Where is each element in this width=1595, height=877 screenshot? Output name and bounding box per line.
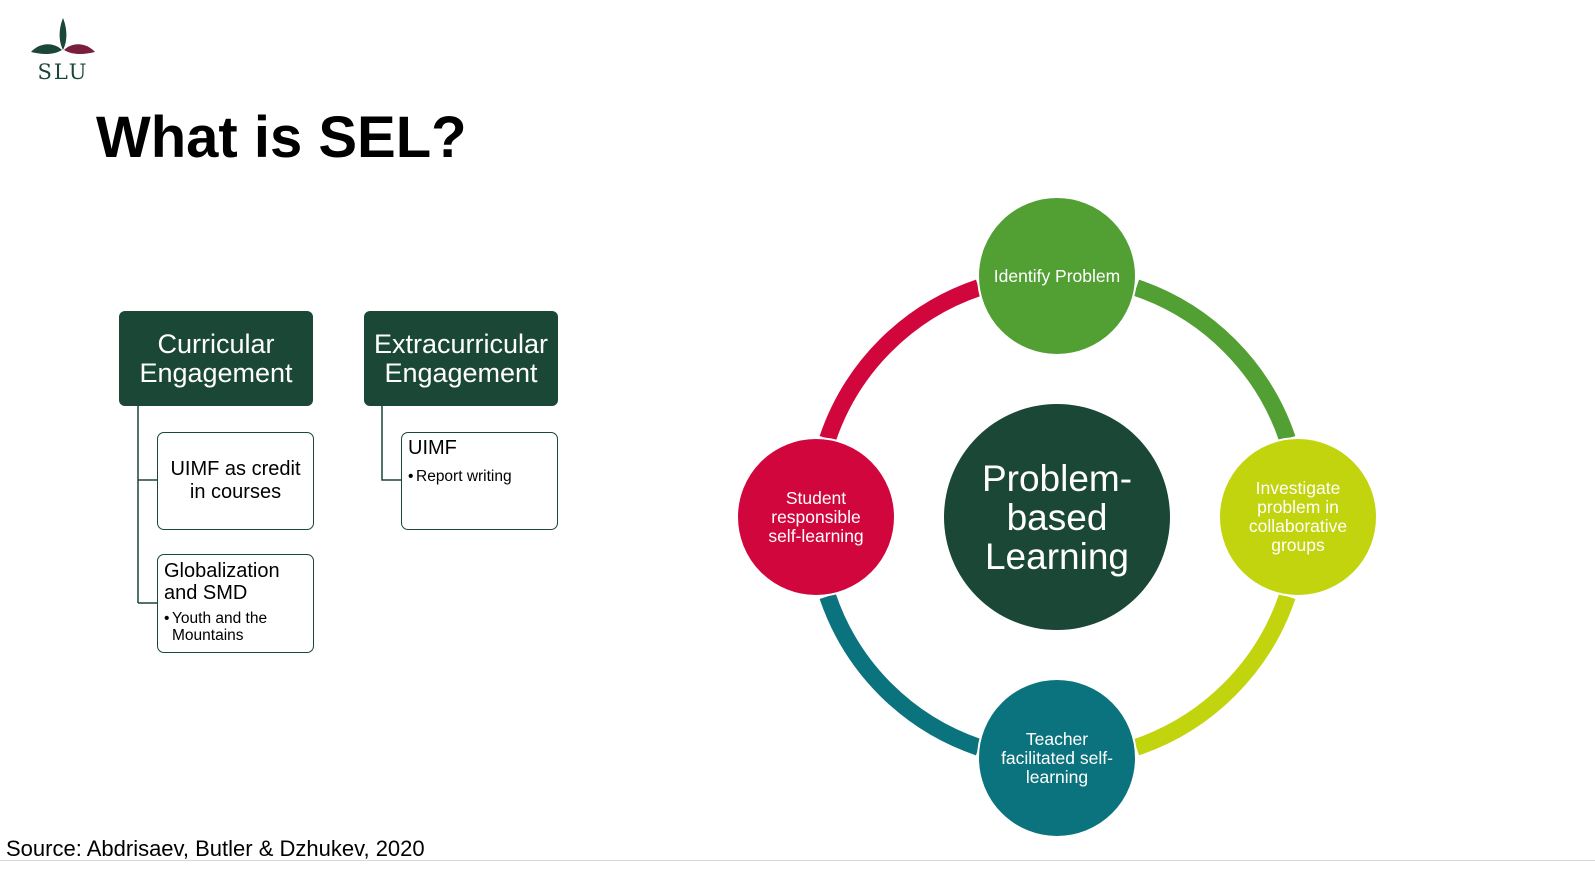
curricular-connector — [137, 406, 158, 604]
teacher-facilitated-text: Teacher facilitated self-learning — [1001, 728, 1113, 787]
arc-student-to-identify — [819, 279, 982, 442]
center-problem-based-learning — [944, 404, 1170, 630]
connector-lines — [137, 406, 402, 604]
uimf-credit-box: UIMF as credit in courses — [157, 432, 314, 530]
bullet-icon: • — [164, 610, 170, 627]
slu-logo: SLU — [28, 14, 100, 86]
curricular-engagement-label: Curricular Engagement — [139, 328, 293, 388]
slide-title: What is SEL? — [96, 105, 467, 170]
bullet-icon: • — [408, 468, 414, 485]
footer-divider — [0, 860, 1595, 861]
node-investigate-problem — [1218, 437, 1378, 597]
logo-leaf-left — [31, 44, 62, 54]
student-responsible-label: Student responsible self-learning — [753, 457, 879, 577]
arc-identify-to-investigate — [1133, 279, 1296, 442]
uimf-credit-label: UIMF as credit in courses — [170, 458, 301, 503]
extracurricular-engagement-label: Extracurricular Engagement — [373, 328, 549, 388]
globalization-smd-box: Globalization and SMD • Youth and the Mo… — [157, 554, 314, 653]
logo-text: SLU — [38, 60, 89, 84]
source-citation: Source: Abdrisaev, Butler & Dzhukev, 202… — [6, 836, 425, 861]
list-item: • Youth and the Mountains — [164, 610, 307, 644]
investigate-problem-label: Investigate problem in collaborative gro… — [1236, 457, 1360, 577]
uimf-label: UIMF — [408, 437, 457, 459]
arc-investigate-to-teacher — [1133, 593, 1296, 756]
report-writing-label: Report writing — [416, 468, 512, 485]
youth-mountains-label: Youth and the Mountains — [172, 610, 268, 644]
node-teacher-facilitated — [977, 678, 1137, 838]
teacher-facilitated-label: Teacher facilitated self-learning — [994, 698, 1120, 818]
center-text: Problem-based Learning — [981, 457, 1133, 577]
node-student-responsible — [736, 437, 896, 597]
globalization-smd-label: Globalization and SMD — [164, 560, 280, 604]
curricular-engagement-header: Curricular Engagement — [119, 311, 313, 406]
student-responsible-text: Student responsible self-learning — [768, 487, 864, 546]
logo-leaf-center — [59, 18, 67, 50]
extracurricular-connector — [381, 406, 402, 481]
uimf-box: UIMF • Report writing — [401, 432, 558, 530]
arc-teacher-to-student — [819, 593, 982, 756]
node-identify-problem — [977, 196, 1137, 356]
extracurricular-engagement-header: Extracurricular Engagement — [364, 311, 558, 406]
list-item: • Report writing — [408, 468, 551, 485]
slu-leaf-logo-icon: SLU — [31, 18, 95, 84]
identify-problem-text: Identify Problem — [993, 265, 1121, 286]
identify-problem-label: Identify Problem — [986, 216, 1128, 336]
logo-leaf-right — [64, 44, 95, 54]
investigate-problem-text: Investigate problem in collaborative gro… — [1248, 478, 1348, 555]
center-label: Problem-based Learning — [967, 427, 1147, 607]
